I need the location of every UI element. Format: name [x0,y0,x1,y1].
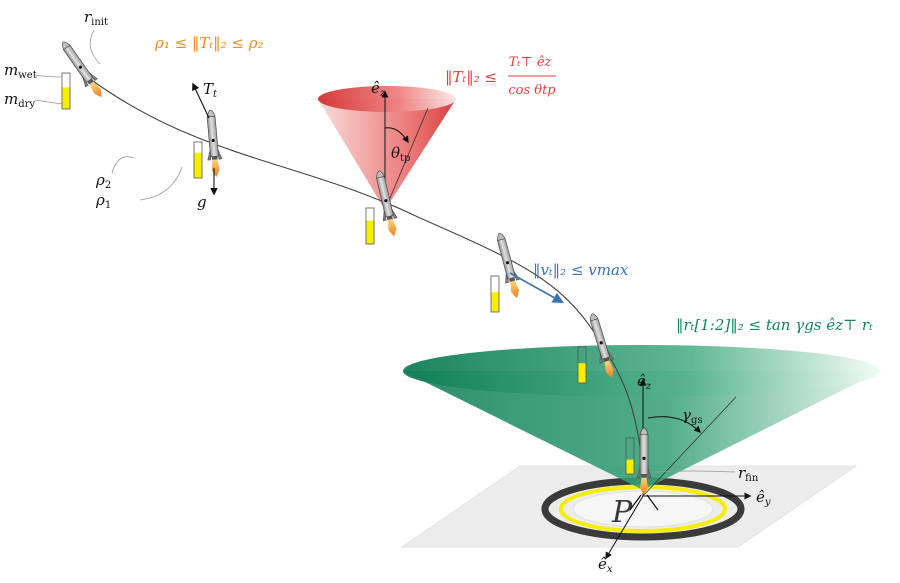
glideslope-constraint: ‖rₜ[1:2]‖₂ ≤ tan γgs êz⊤ rₜ [676,316,873,334]
ez-ground-label: êz [637,372,652,392]
landing-legs [629,494,659,511]
gamma-gs-label: γgs [682,406,703,426]
theta-tp-label: θtp [391,144,410,164]
fuel-gauge [625,437,635,475]
fuel-gauge [365,207,375,245]
velocity-vector [509,272,564,304]
m-wet-label: mwet [4,61,37,81]
fuel-level [626,459,634,474]
ey-label: êy [756,488,771,508]
rho1-label: ρ1 [95,191,111,211]
fuel-gauge-frame [365,207,375,245]
thrust-vector [192,82,210,119]
r-fin-label: rfin [738,464,759,484]
pointing-cone [318,86,456,210]
gravity-label: g [197,193,207,211]
pad-mark: P [611,495,633,530]
fuel-gauge-frame [61,72,71,110]
theta-tp-arc [384,127,409,144]
fuel-gauge-frame [490,275,500,313]
velocity-constraint: ‖vₜ‖₂ ≤ vmax [533,261,629,279]
thrust-bounds-constraint: ρ₁ ≤ ‖Tₜ‖₂ ≤ ρ₂ [154,34,264,52]
fuel-gauge [490,275,500,313]
fuel-gauge-frame [193,141,203,179]
fuel-level [491,292,499,312]
rocket-2 [202,109,224,179]
ez-top-label: êz [371,79,386,99]
fuel-gauge [193,141,203,179]
leader-lines [34,29,736,473]
pointing-constraint-numerator: Tₜ⊤ êz [509,55,552,70]
r-init-label: rinit [84,8,108,28]
rocket-4 [492,231,525,301]
pointing-cone-edge [384,107,429,211]
fuel-level [62,87,70,109]
fuel-level [194,152,202,178]
fuel-gauge [61,72,71,110]
m-dry-label: mdry [4,90,35,110]
pointing-constraint-denominator: cos θtp [508,83,556,98]
fuel-gauge-frame [625,437,635,475]
rho2-label: ρ2 [95,171,111,191]
fuel-level [366,220,374,244]
fuel-gauge-frame [577,346,587,384]
trajectory-curve [85,75,644,471]
pointing-constraint-lhs: ‖Tₜ‖₂ ≤ [445,68,497,86]
fuel-gauge [577,346,587,384]
ex-label: êx [598,555,613,575]
thrust-label: Tt [203,80,218,100]
fuel-level [578,363,586,383]
landing-pad: P [400,465,858,548]
